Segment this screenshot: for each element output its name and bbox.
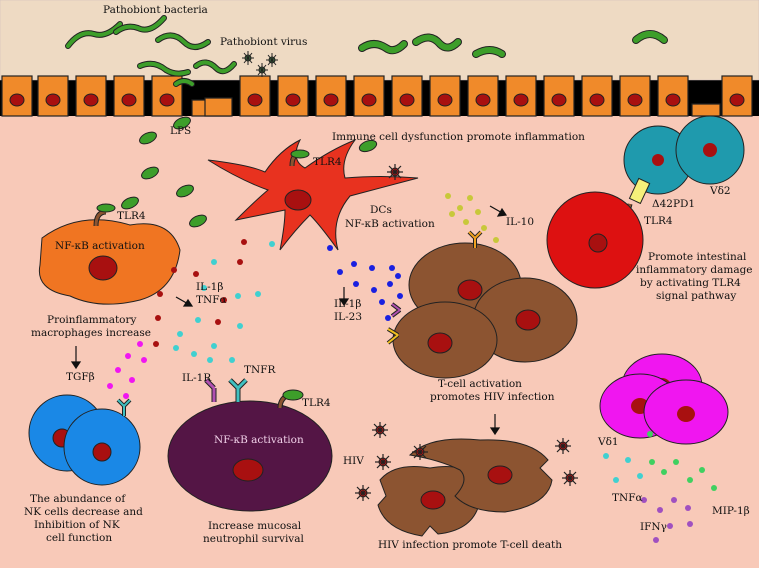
label-hiv: HIV <box>343 455 364 467</box>
label-neut-2: neutrophil survival <box>203 533 304 545</box>
label-tnfa-1: TNFα <box>196 294 227 306</box>
label-nk-1: The abundance of <box>30 493 126 505</box>
arrows <box>70 205 508 436</box>
label-pathobiont-virus: Pathobiont virus <box>220 36 308 48</box>
label-il10: IL-10 <box>506 216 535 228</box>
label-promote-2: inflammatory damage <box>636 264 753 276</box>
lps-particles <box>121 116 378 228</box>
label-ifng: IFNγ <box>640 521 667 533</box>
label-dc-nfkb: NF-κB activation <box>345 218 435 230</box>
label-tcell-2: promotes HIV infection <box>430 391 555 403</box>
label-tlr4-mac: TLR4 <box>117 210 146 222</box>
label-il23: IL-23 <box>334 311 363 323</box>
label-mac-nfkb: NF-κB activation <box>55 240 145 252</box>
label-pathobiont-bacteria: Pathobiont bacteria <box>103 4 208 16</box>
label-neut-nfkb: NF-κB activation <box>214 434 304 446</box>
label-tnfr: TNFR <box>244 364 276 376</box>
label-tlr4-dc: TLR4 <box>313 156 342 168</box>
label-tgfb: TGFβ <box>66 371 95 383</box>
label-il1b-2: IL-1β <box>334 298 362 310</box>
label-neut-1: Increase mucosal <box>208 520 302 532</box>
label-lps: LPS <box>170 125 192 137</box>
label-il1b-1: IL-1β <box>196 281 224 293</box>
label-promote-3: by activating TLR4 <box>640 277 741 289</box>
label-proinflammatory-1: Proinflammatory <box>47 314 137 326</box>
label-proinflammatory-2: macrophages increase <box>31 327 151 339</box>
label-immune-dysfunction: Immune cell dysfunction promote inflamma… <box>332 131 585 143</box>
label-nk-4: cell function <box>46 532 113 544</box>
label-nk-3: Inhibition of NK <box>34 519 120 531</box>
label-vd2: Vδ2 <box>710 185 731 197</box>
label-promote-1: Promote intestinal <box>648 251 747 263</box>
label-tnfa-2: TNFα <box>612 492 643 504</box>
label-il1r: IL-1R <box>182 372 212 384</box>
label-tlr4-red: TLR4 <box>644 215 673 227</box>
damaged-t-cell-2 <box>408 438 553 513</box>
label-tlr4-neut: TLR4 <box>302 397 331 409</box>
label-mip: MIP-1β <box>712 505 750 517</box>
neutrophil <box>167 400 333 512</box>
label-dcs: DCs <box>370 204 392 216</box>
bacteria-icon <box>65 15 668 87</box>
label-hiv-death: HIV infection promote T-cell death <box>378 539 562 551</box>
cytokine-dots <box>107 193 717 543</box>
label-vd1: Vδ1 <box>598 436 619 448</box>
label-promote-4: signal pathway <box>656 290 737 302</box>
label-tcell-1: T-cell activation <box>438 378 522 390</box>
label-nk-2: NK cells decrease and <box>24 506 143 518</box>
epithelium <box>1 75 753 117</box>
label-delta42: Δ42PD1 <box>652 198 696 210</box>
